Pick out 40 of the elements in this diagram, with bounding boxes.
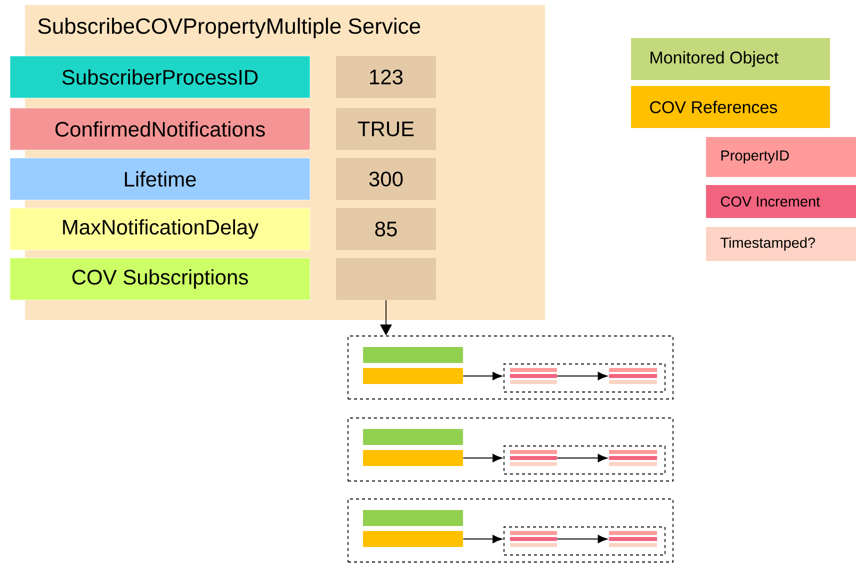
property-bars [609, 450, 657, 466]
parameter-box: COV Subscriptions [10, 258, 310, 300]
monitored-object-bar [363, 429, 463, 445]
value-box: TRUE [336, 108, 436, 150]
arrow [556, 454, 608, 462]
parameter-box: MaxNotificationDelay [10, 208, 310, 250]
value-box [336, 258, 436, 300]
property-bars [609, 531, 657, 547]
subscription-box [348, 336, 674, 400]
arrow [556, 372, 608, 380]
property-bars [609, 368, 657, 384]
legend-label: COV References [650, 100, 778, 114]
parameter-box: SubscriberProcessID [10, 56, 310, 98]
property-list-box [504, 446, 666, 474]
arrow [380, 300, 392, 336]
cov-references-bar [363, 368, 463, 384]
arrow [462, 372, 502, 380]
monitored-object-bar [363, 347, 463, 363]
subscription-box [348, 498, 674, 562]
cov-references-bar [363, 450, 463, 466]
property-bars [510, 531, 557, 547]
property-bars [510, 450, 557, 466]
value-box: 300 [336, 158, 436, 200]
legend-label: Timestamped? [720, 237, 816, 251]
legend-label: PropertyID [721, 150, 789, 164]
property-bars [510, 368, 557, 384]
property-list-box [504, 364, 666, 392]
value-box: 85 [336, 208, 436, 250]
property-list-box [504, 526, 666, 556]
legend-label: COV Increment [720, 196, 820, 207]
parameter-box: ConfirmedNotifications [10, 108, 310, 150]
cov-references-bar [363, 531, 463, 547]
parameter-box: Lifetime [10, 158, 310, 200]
value-box: 123 [336, 56, 436, 98]
subscription-box [348, 418, 674, 482]
legend-label: Monitored Object [650, 51, 778, 67]
arrow [462, 454, 502, 462]
arrow [462, 534, 502, 544]
arrow [556, 534, 608, 544]
monitored-object-bar [363, 510, 463, 526]
